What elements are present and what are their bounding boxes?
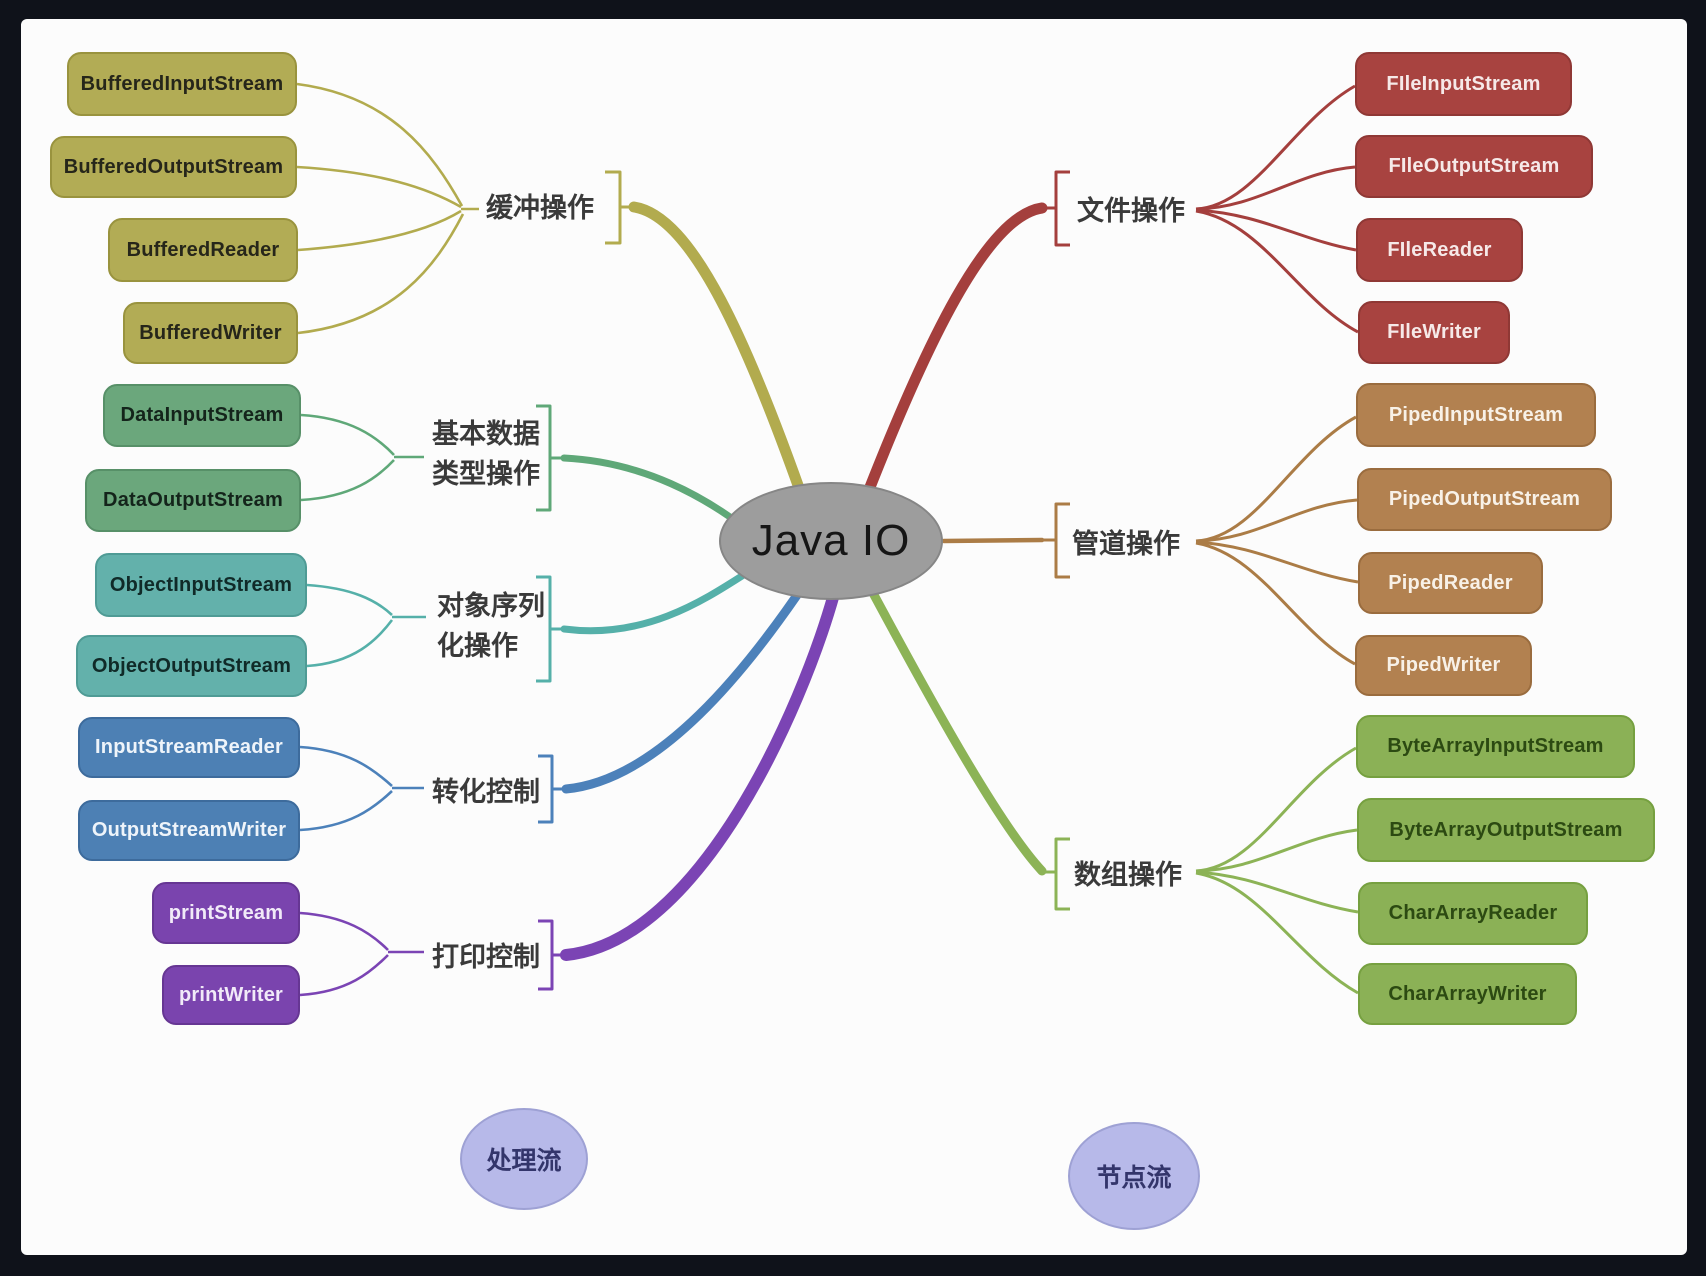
- connectors-pipe-ops: [941, 415, 1359, 666]
- connectors-serialization-ops: [306, 563, 760, 683]
- connectors-file-ops: [852, 84, 1359, 524]
- node-file-input-stream: FIleInputStream: [1355, 52, 1572, 116]
- category-pipe-ops: 管道操作: [1072, 529, 1180, 559]
- connectors-print-ops: [299, 588, 840, 997]
- category-file-ops: 文件操作: [1077, 196, 1185, 226]
- node-file-writer: FIleWriter: [1358, 301, 1510, 364]
- node-object-input-stream: ObjectInputStream: [95, 553, 307, 617]
- node-piped-input-stream: PipedInputStream: [1356, 383, 1596, 447]
- node-output-stream-writer: OutputStreamWriter: [78, 800, 300, 861]
- node-data-input-stream: DataInputStream: [103, 384, 301, 447]
- connectors-array-ops: [861, 575, 1359, 995]
- category-primitive-ops-line1: 基本数据: [432, 419, 540, 449]
- node-file-output-stream: FIleOutputStream: [1355, 135, 1593, 198]
- node-object-output-stream: ObjectOutputStream: [76, 635, 307, 697]
- legend-node-stream: 节点流: [1068, 1122, 1200, 1230]
- category-primitive-ops: 基本数据 类型操作: [432, 414, 540, 494]
- node-piped-reader: PipedReader: [1358, 552, 1543, 614]
- node-buffered-reader: BufferedReader: [108, 218, 298, 282]
- category-primitive-ops-line2: 类型操作: [432, 459, 540, 489]
- category-serialization-ops-line2: 化操作: [437, 631, 518, 661]
- category-serialization-ops: 对象序列 化操作: [437, 586, 545, 666]
- node-data-output-stream: DataOutputStream: [85, 469, 301, 532]
- node-char-array-reader: CharArrayReader: [1358, 882, 1588, 945]
- node-char-array-writer: CharArrayWriter: [1358, 963, 1577, 1025]
- node-piped-output-stream: PipedOutputStream: [1357, 468, 1612, 531]
- category-print-ops: 打印控制: [432, 942, 540, 972]
- node-input-stream-reader: InputStreamReader: [78, 717, 300, 778]
- node-byte-array-output-stream: ByteArrayOutputStream: [1357, 798, 1655, 862]
- category-array-ops: 数组操作: [1074, 860, 1182, 890]
- node-byte-array-input-stream: ByteArrayInputStream: [1356, 715, 1635, 778]
- root-node: Java IO: [719, 482, 943, 600]
- category-serialization-ops-line1: 对象序列: [437, 591, 545, 621]
- node-print-writer: printWriter: [162, 965, 300, 1025]
- node-buffered-writer: BufferedWriter: [123, 302, 298, 364]
- node-file-reader: FIleReader: [1356, 218, 1523, 282]
- category-buffer-ops: 缓冲操作: [486, 193, 594, 223]
- node-print-stream: printStream: [152, 882, 300, 944]
- category-conversion-ops: 转化控制: [432, 777, 540, 807]
- legend-processing-stream: 处理流: [460, 1108, 588, 1210]
- node-buffered-input-stream: BufferedInputStream: [67, 52, 297, 116]
- node-piped-writer: PipedWriter: [1355, 635, 1532, 696]
- node-buffered-output-stream: BufferedOutputStream: [50, 136, 297, 198]
- connectors-conversion-ops: [299, 577, 811, 832]
- connectors-buffer-ops: [296, 82, 818, 531]
